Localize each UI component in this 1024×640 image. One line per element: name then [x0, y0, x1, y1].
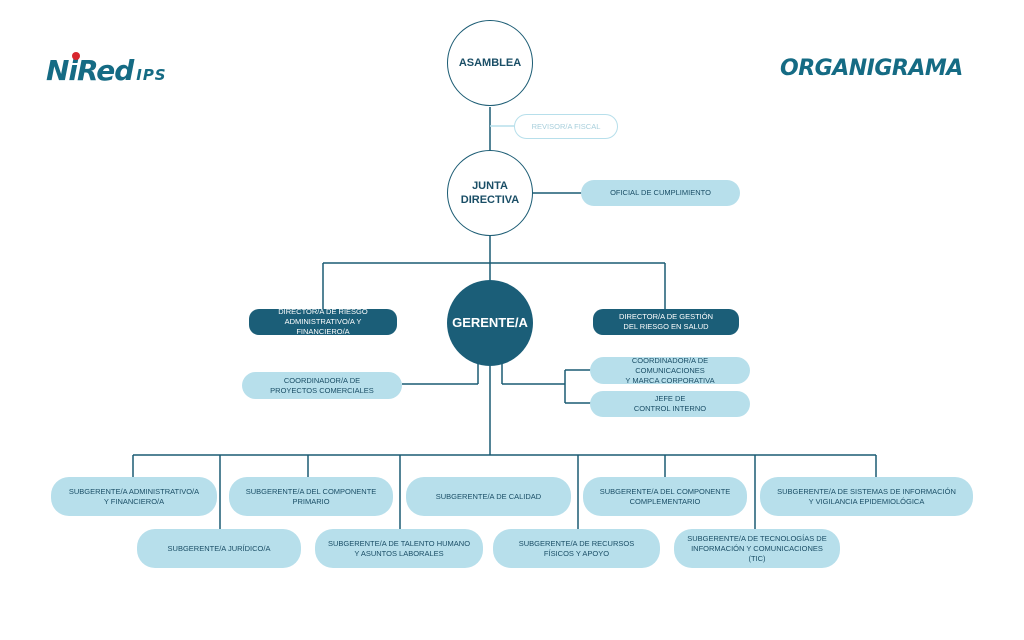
node-subgerente-juridico: SUBGERENTE/A JURÍDICO/A [137, 529, 301, 568]
node-subgerente-talento-label: SUBGERENTE/A DE TALENTO HUMANO Y ASUNTOS… [327, 538, 471, 558]
node-gerente-label: GERENTE/A [452, 315, 528, 330]
logo-suffix: IPS [136, 66, 167, 84]
node-subgerente-recursos: SUBGERENTE/A DE RECURSOS FÍSICOS Y APOYO [493, 529, 660, 568]
logo-red-dot [72, 52, 80, 60]
nired-logo: NiRed IPS [46, 52, 167, 87]
node-junta-directiva: JUNTA DIRECTIVA [447, 150, 533, 236]
logo-brand: NiRed [46, 54, 134, 87]
node-subgerente-calidad: SUBGERENTE/A DE CALIDAD [406, 477, 571, 516]
page-title: ORGANIGRAMA [780, 56, 963, 81]
node-subgerente-recursos-label: SUBGERENTE/A DE RECURSOS FÍSICOS Y APOYO [518, 538, 635, 558]
node-director-riesgo-administrativo: DIRECTOR/A DE RIESGO ADMINISTRATIVO/A Y … [249, 307, 397, 336]
node-subgerente-primario-label: SUBGERENTE/A DEL COMPONENTE PRIMARIO [245, 486, 377, 506]
node-oficial-cumplimiento: OFICIAL DE CUMPLIMIENTO [581, 180, 740, 206]
node-subgerente-tic: SUBGERENTE/A DE TECNOLOGÍAS DE INFORMACI… [674, 529, 840, 568]
node-jefe-control-interno-label: JEFE DE CONTROL INTERNO [633, 394, 707, 413]
node-subgerente-administrativo: SUBGERENTE/A ADMINISTRATIVO/A Y FINANCIE… [51, 477, 217, 516]
node-subgerente-tic-label: SUBGERENTE/A DE TECNOLOGÍAS DE INFORMACI… [687, 533, 827, 563]
node-coordinador-proyectos-label: COORDINADOR/A DE PROYECTOS COMERCIALES [270, 375, 374, 395]
node-subgerente-primario: SUBGERENTE/A DEL COMPONENTE PRIMARIO [229, 477, 393, 516]
node-junta-directiva-label: JUNTA DIRECTIVA [460, 180, 520, 206]
node-revisor-fiscal-label: REVISOR/A FISCAL [531, 121, 601, 131]
node-subgerente-administrativo-label: SUBGERENTE/A ADMINISTRATIVO/A Y FINANCIE… [68, 486, 200, 506]
node-subgerente-sistemas: SUBGERENTE/A DE SISTEMAS DE INFORMACIÓN … [760, 477, 973, 516]
node-coordinador-proyectos: COORDINADOR/A DE PROYECTOS COMERCIALES [242, 372, 402, 399]
node-coordinador-comunicaciones-label: COORDINADOR/A DE COMUNICACIONES Y MARCA … [625, 355, 715, 385]
node-subgerente-talento: SUBGERENTE/A DE TALENTO HUMANO Y ASUNTOS… [315, 529, 483, 568]
node-gerente: GERENTE/A [447, 280, 533, 366]
node-director-riesgo-administrativo-label: DIRECTOR/A DE RIESGO ADMINISTRATIVO/A Y … [278, 307, 368, 336]
node-jefe-control-interno: JEFE DE CONTROL INTERNO [590, 391, 750, 417]
node-subgerente-complementario: SUBGERENTE/A DEL COMPONENTE COMPLEMENTAR… [583, 477, 747, 516]
node-subgerente-sistemas-label: SUBGERENTE/A DE SISTEMAS DE INFORMACIÓN … [777, 486, 956, 506]
node-subgerente-calidad-label: SUBGERENTE/A DE CALIDAD [435, 491, 542, 501]
node-asamblea-label: ASAMBLEA [458, 57, 522, 69]
node-revisor-fiscal: REVISOR/A FISCAL [514, 114, 618, 139]
node-asamblea: ASAMBLEA [447, 20, 533, 106]
node-coordinador-comunicaciones: COORDINADOR/A DE COMUNICACIONES Y MARCA … [590, 355, 750, 385]
node-director-gestion-riesgo: DIRECTOR/A DE GESTIÓN DEL RIESGO EN SALU… [593, 309, 739, 335]
node-director-gestion-riesgo-label: DIRECTOR/A DE GESTIÓN DEL RIESGO EN SALU… [618, 312, 714, 331]
node-subgerente-complementario-label: SUBGERENTE/A DEL COMPONENTE COMPLEMENTAR… [599, 486, 731, 506]
node-subgerente-juridico-label: SUBGERENTE/A JURÍDICO/A [167, 543, 271, 553]
node-oficial-cumplimiento-label: OFICIAL DE CUMPLIMIENTO [610, 188, 711, 197]
